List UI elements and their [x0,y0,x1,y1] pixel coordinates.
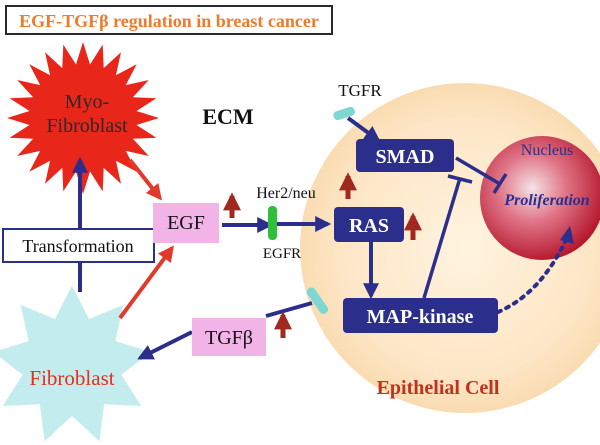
arrow-myofibroblast-to-egf [128,158,162,201]
myofibroblast-label-line2: Fibroblast [46,115,128,137]
mapk-label: MAP-kinase [367,306,474,328]
myofibroblast-star [7,42,159,194]
fibroblast-label: Fibroblast [29,366,114,390]
proliferation-label: Proliferation [503,192,589,209]
dotted-arrow-head [560,226,574,244]
inhibit-bar-smad [447,174,473,184]
egf-label: EGF [167,212,205,234]
title-text: EGF-TGFβ regulation in breast cancer [19,11,319,31]
tgfr-label: TGFR [338,81,382,100]
her2-label: Her2/neu [256,185,316,202]
tgfb-box [192,318,266,356]
mapk-box [343,298,498,333]
ecm-label: ECM [202,104,254,129]
arrow-tgfb-to-fibroblast [137,330,193,360]
egfr-receptor [268,206,277,240]
tgfr-receptor-bottom [306,287,329,315]
ras-box [334,207,404,242]
title-box [5,5,333,35]
myofibroblast-label-line1: Myo- [65,91,109,113]
arrow-tgfr-to-tgfb [265,301,313,318]
smad-box [356,139,454,172]
dotted-mapk-to-proliferation [496,238,568,314]
tgfr-receptor-top [333,106,355,121]
inhibit-mapk-to-smad [422,177,462,299]
fibroblast-star [0,286,151,442]
smad-label: SMAD [376,146,435,168]
egf-box [153,203,219,243]
tgfb-label: TGFβ [205,327,253,349]
transformation-box [2,228,155,263]
ras-label: RAS [349,215,389,237]
nucleus-label: Nucleus [521,142,573,159]
transformation-label: Transformation [22,236,133,256]
inhibit-smad-to-proliferation [455,156,501,186]
epithelial-cell-label: Epithelial Cell [377,377,500,399]
arrow-fibroblast-to-egf [118,245,174,320]
egfr-label: EGFR [263,246,301,262]
inhibit-bar-proliferation [492,173,508,194]
arrow-tgfr-to-smad [346,116,381,142]
